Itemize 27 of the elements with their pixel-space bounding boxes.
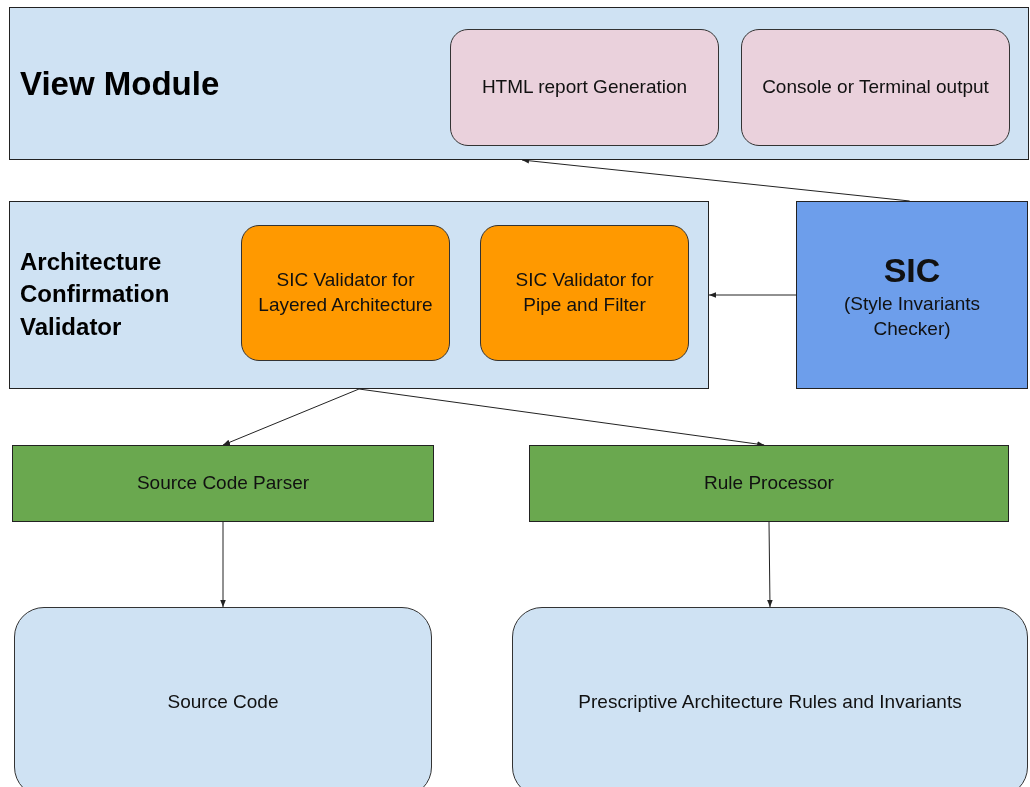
box-label: Source Code [167, 689, 279, 714]
box-label: Rule Processor [704, 471, 834, 496]
module-panel [9, 201, 709, 389]
validator-box [241, 225, 450, 361]
box-label: SIC Validator for Pipe and Filter [514, 268, 655, 317]
arrow [222, 388, 360, 446]
validator-box [480, 225, 689, 361]
box-label: Console or Terminal output [762, 75, 989, 100]
box-label: Source Code Parser [136, 471, 310, 496]
module-panel [9, 7, 1029, 160]
process-box [12, 445, 434, 522]
arrow [220, 521, 226, 608]
box-label: HTML report Generation [481, 75, 688, 100]
box-label: SIC Validator for Layered Architecture [257, 268, 434, 317]
process-box [529, 445, 1009, 522]
box-label: Prescriptive Architecture Rules and Invariants [578, 689, 962, 714]
output-box [450, 29, 719, 146]
checker-title: SIC [883, 250, 941, 292]
data-box [512, 607, 1028, 787]
checker-box [796, 201, 1028, 389]
output-box [741, 29, 1010, 146]
checker-subtitle: (Style Invariants Checker) [842, 292, 982, 342]
module-title: Architecture Confirmation Validator [20, 247, 171, 343]
arrow [767, 521, 773, 608]
arrow [708, 292, 797, 298]
module-title: View Module [20, 63, 220, 104]
data-box [14, 607, 432, 787]
